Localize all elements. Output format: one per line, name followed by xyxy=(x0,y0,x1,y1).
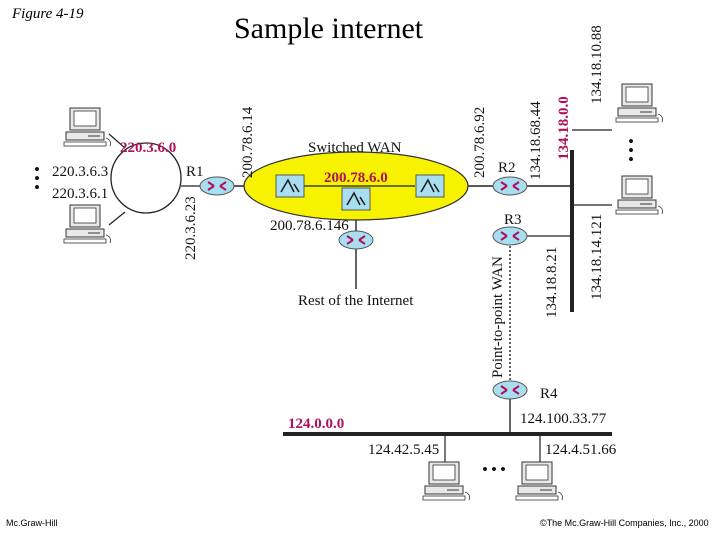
router-r4-label: R4 xyxy=(540,386,558,402)
computer-icon xyxy=(63,107,111,147)
router-r1-label: R1 xyxy=(186,164,204,180)
figure-label: Figure 4-19 xyxy=(12,6,84,22)
ring-host1-address: 220.3.6.3 xyxy=(52,164,108,180)
point-to-point-wan-label: Point-to-point WAN xyxy=(490,256,506,378)
rest-of-internet-label: Rest of the Internet xyxy=(298,293,414,309)
ring-network-label: 220.3.6.0 xyxy=(120,140,176,156)
footer-copyright: ©The Mc.Graw-Hill Companies, Inc., 2000 xyxy=(540,518,709,528)
link-ring-host1 xyxy=(108,133,126,149)
r1-ring-address: 220.3.6.23 xyxy=(183,196,199,260)
computer-icon xyxy=(615,175,663,215)
wan-mid-address: 200.78.6.146 xyxy=(270,218,349,234)
router-r3-label: R3 xyxy=(504,212,522,228)
bus-host-top-address: 134.18.10.88 xyxy=(589,25,605,104)
switch-icon xyxy=(341,187,371,211)
bus-bottom-label: 124.0.0.0 xyxy=(288,416,344,432)
computer-icon xyxy=(63,204,111,244)
ring-network xyxy=(110,142,182,214)
switched-wan-label: Switched WAN xyxy=(308,140,402,156)
router-icon xyxy=(492,176,528,196)
r3-bus-address: 134.18.8.21 xyxy=(544,247,560,318)
computer-icon xyxy=(422,461,470,501)
page-title: Sample internet xyxy=(234,12,424,45)
switched-network-label: 200.78.6.0 xyxy=(324,170,388,186)
r4-bus-address: 124.100.33.77 xyxy=(520,411,607,427)
bus-host-bottom-address: 134.18.14.121 xyxy=(589,214,605,300)
bottom-host1-address: 124.42.5.45 xyxy=(368,442,439,458)
bottom-host2-address: 124.4.51.66 xyxy=(545,442,617,458)
link-ring-host2 xyxy=(108,211,126,226)
r2-wan-address: 200.78.6.92 xyxy=(472,107,488,178)
router-r2-label: R2 xyxy=(498,160,516,176)
ellipsis-bottom: • • • xyxy=(482,462,505,478)
switch-icon xyxy=(275,174,305,198)
ring-host2-address: 220.3.6.1 xyxy=(52,186,108,202)
bus-right-label: 134.18.0.0 xyxy=(556,96,572,160)
footer-publisher: Mc.Graw-Hill xyxy=(6,518,58,528)
computer-icon xyxy=(615,83,663,123)
router-icon xyxy=(492,226,528,246)
ellipsis-left: • • • xyxy=(30,166,46,189)
ellipsis-right: • • • xyxy=(624,138,640,161)
router-icon xyxy=(492,380,528,400)
router-icon xyxy=(199,176,235,196)
switch-icon xyxy=(415,174,445,198)
r1-wan-address: 200.78.6.14 xyxy=(240,106,256,178)
r2-bus-address: 134.18.68.44 xyxy=(528,101,544,180)
computer-icon xyxy=(515,461,563,501)
